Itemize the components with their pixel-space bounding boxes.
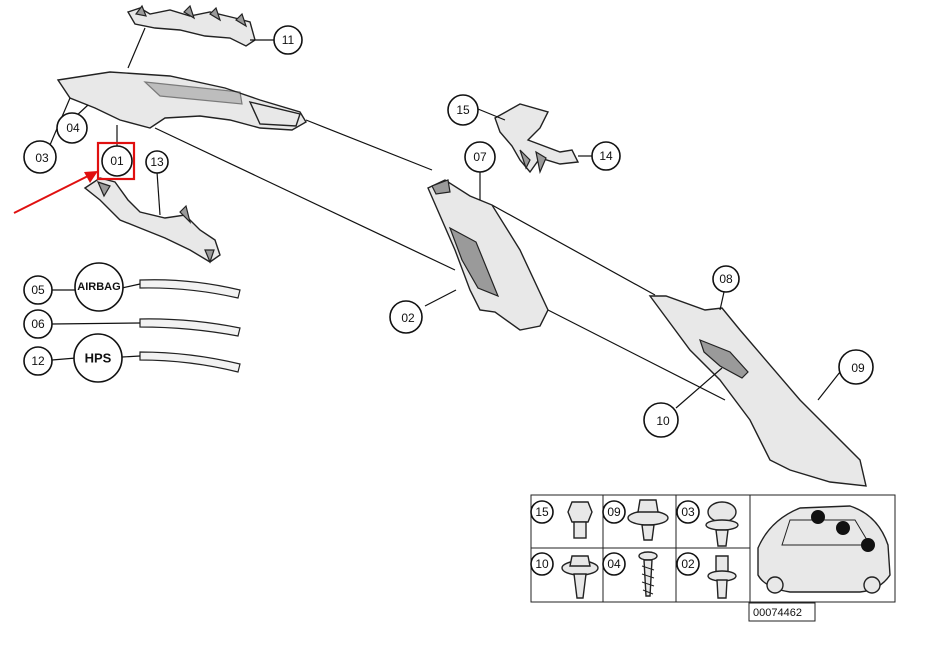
- leader-clip-to-trim: [127, 27, 146, 69]
- fastener-02-sketch: [707, 555, 737, 599]
- callout-11-label: 11: [282, 33, 295, 47]
- leader-15: [477, 108, 506, 121]
- callout-14-label: 14: [599, 149, 613, 163]
- trim-strip-plain: [139, 318, 241, 337]
- leader-06: [51, 322, 141, 325]
- callout-12-label: 12: [31, 354, 45, 368]
- callout-05[interactable]: 05: [23, 275, 53, 305]
- hps-badge: HPS: [73, 333, 123, 383]
- callout-15-label: 15: [456, 103, 470, 117]
- guide-line-2: [305, 119, 433, 171]
- trim-strip-airbag: [139, 279, 241, 299]
- trim-strip-hps: [139, 351, 241, 373]
- callout-04[interactable]: 04: [56, 112, 88, 144]
- fastener-04-sketch: [638, 551, 658, 597]
- callout-06[interactable]: 06: [23, 309, 53, 339]
- callout-11[interactable]: 11: [273, 25, 303, 55]
- reference-number-box: [748, 602, 816, 622]
- leader-05b: [121, 283, 141, 289]
- reference-number: 00074462: [753, 607, 802, 619]
- hps-badge-label: HPS: [85, 351, 112, 366]
- guide-line-1: [154, 127, 456, 271]
- callout-03-label: 03: [35, 151, 49, 165]
- callout-08-label: 08: [719, 272, 733, 286]
- part-clip-bracket: [126, 4, 256, 47]
- location-dot-b-pillar: [836, 521, 850, 535]
- part-01-highlight: [96, 141, 136, 181]
- part-roof-bracket: [494, 103, 580, 175]
- legend-callout-10[interactable]: 10: [530, 552, 554, 576]
- callout-10[interactable]: 10: [643, 402, 679, 438]
- legend-callout-02-label: 02: [681, 557, 695, 571]
- part-side-bracket: [83, 177, 221, 264]
- callout-09[interactable]: 09: [838, 349, 874, 385]
- legend-callout-03-label: 03: [681, 505, 695, 519]
- fastener-09-sketch: [627, 499, 669, 541]
- callout-07-label: 07: [473, 150, 487, 164]
- leader-12: [51, 357, 77, 361]
- callout-14[interactable]: 14: [591, 141, 621, 171]
- legend-callout-09-label: 09: [607, 505, 621, 519]
- callout-10-label: 10: [656, 414, 670, 428]
- leader-10: [675, 367, 723, 409]
- leader-12b: [121, 355, 141, 358]
- callout-13[interactable]: 13: [145, 150, 169, 174]
- guide-line-4: [547, 309, 726, 401]
- leader-13: [156, 171, 161, 216]
- part-a-pillar-trim: [56, 71, 307, 131]
- airbag-badge-label: AIRBAG: [77, 281, 120, 293]
- leader-09: [817, 371, 841, 401]
- legend-callout-09[interactable]: 09: [602, 500, 626, 524]
- legend-callout-15[interactable]: 15: [530, 500, 554, 524]
- highlight-arrow: [13, 171, 98, 214]
- fastener-15-sketch: [567, 501, 593, 539]
- legend-callout-03[interactable]: 03: [676, 500, 700, 524]
- fastener-10-sketch: [561, 555, 599, 599]
- callout-08[interactable]: 08: [712, 265, 740, 293]
- callout-02-label: 02: [401, 311, 415, 325]
- leader-02: [424, 289, 457, 307]
- guide-line-3: [491, 204, 656, 296]
- legend-callout-04-label: 04: [607, 557, 621, 571]
- legend-callout-02[interactable]: 02: [676, 552, 700, 576]
- callout-01-label: 01: [110, 154, 124, 168]
- callout-09-label: 09: [851, 361, 865, 375]
- part-c-pillar-trim: [648, 295, 867, 487]
- location-dot-c-pillar: [861, 538, 875, 552]
- part-b-pillar-trim: [427, 179, 549, 331]
- callout-03[interactable]: 03: [23, 140, 57, 174]
- callout-12[interactable]: 12: [23, 346, 53, 376]
- callout-15[interactable]: 15: [447, 94, 479, 126]
- callout-02[interactable]: 02: [389, 300, 423, 334]
- callout-04-label: 04: [66, 121, 80, 135]
- location-dot-a-pillar: [811, 510, 825, 524]
- leader-08: [719, 291, 725, 311]
- car-location-sketch: [757, 505, 891, 594]
- callout-13-label: 13: [150, 155, 164, 169]
- airbag-badge: AIRBAG: [74, 262, 124, 312]
- fastener-legend-table: 00074462: [530, 494, 896, 622]
- callout-07[interactable]: 07: [464, 141, 496, 173]
- callout-06-label: 06: [31, 317, 45, 331]
- callout-01[interactable]: 01: [101, 145, 133, 177]
- legend-callout-15-label: 15: [535, 505, 549, 519]
- legend-callout-10-label: 10: [535, 557, 549, 571]
- fastener-03-sketch: [705, 501, 739, 547]
- callout-05-label: 05: [31, 283, 45, 297]
- legend-callout-04[interactable]: 04: [602, 552, 626, 576]
